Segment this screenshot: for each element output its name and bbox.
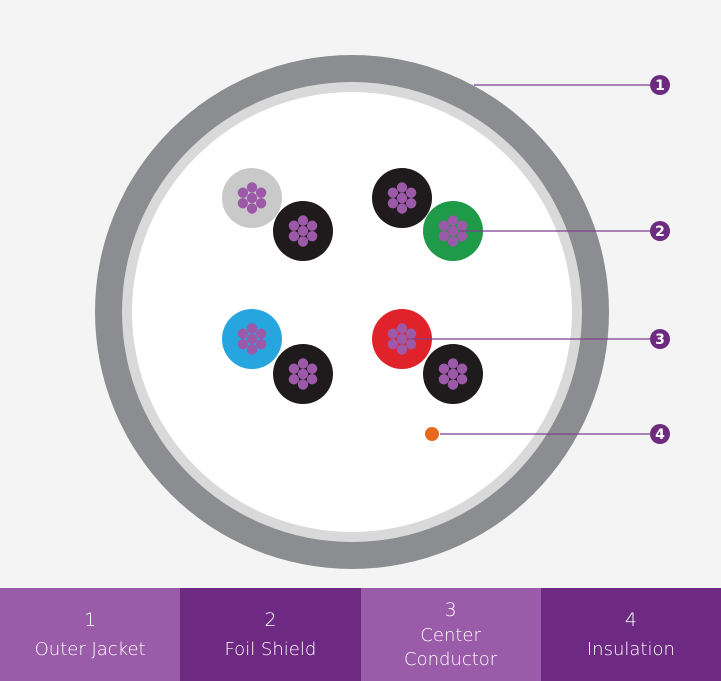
conductor-strand xyxy=(396,344,408,355)
conductor-strand xyxy=(447,215,459,226)
conductor-strand xyxy=(246,344,258,355)
insulated-wire xyxy=(273,201,333,261)
legend-label: Foil Shield xyxy=(224,638,317,660)
callout-badge-2: 2 xyxy=(650,221,670,241)
insulated-wire xyxy=(222,168,282,228)
conductor-strand xyxy=(387,198,399,209)
conductor-strand xyxy=(396,182,408,193)
callout-number: 2 xyxy=(655,224,665,240)
legend-item-foil-shield: 2 Foil Shield xyxy=(180,588,361,681)
legend-label-line-2: Conductor xyxy=(404,648,498,670)
conductor-strand xyxy=(396,333,408,345)
conductor-strand xyxy=(387,339,399,350)
insulated-wire xyxy=(423,344,483,404)
conductor-strand xyxy=(306,363,318,374)
conductor-strand xyxy=(255,339,267,350)
conductor-strand xyxy=(456,363,468,374)
insulated-wire xyxy=(423,201,483,261)
callouts: 1 2 3 4 xyxy=(410,75,670,444)
legend-number: 1 xyxy=(84,608,97,631)
conductor-strand xyxy=(456,220,468,231)
legend-item-insulation: 4 Insulation xyxy=(540,588,721,681)
conductor-strand xyxy=(396,323,408,334)
insulated-wire xyxy=(273,344,333,404)
callout-number: 1 xyxy=(655,78,665,94)
conductor-strand xyxy=(288,231,300,242)
conductor-strand xyxy=(288,220,300,231)
pair-gray xyxy=(222,168,333,261)
insulated-wire xyxy=(372,168,432,228)
conductor-strand xyxy=(246,333,258,345)
conductor-strand xyxy=(447,368,459,380)
conductor-strand xyxy=(396,192,408,204)
conductor-strand xyxy=(246,203,258,214)
pair-green xyxy=(372,168,483,261)
conductor-strand xyxy=(255,187,267,198)
callout-badge-3: 3 xyxy=(650,329,670,349)
conductor-strand xyxy=(297,225,309,237)
conductor-strand xyxy=(396,203,408,214)
cable-cross-section-diagram: 1 2 3 4 xyxy=(95,55,670,569)
callout-number: 3 xyxy=(655,332,665,348)
pair-red xyxy=(372,309,483,404)
conductor-strand xyxy=(405,328,417,339)
conductor-strand xyxy=(237,187,249,198)
twisted-pairs xyxy=(222,168,483,404)
conductor-strand xyxy=(456,374,468,385)
conductor-strand xyxy=(456,231,468,242)
conductor-strand xyxy=(255,198,267,209)
conductor-strand xyxy=(297,358,309,369)
conductor-strand xyxy=(246,323,258,334)
legend-number: 2 xyxy=(264,608,277,631)
conductor-strand xyxy=(237,339,249,350)
conductor-strand xyxy=(405,187,417,198)
legend-item-center-conductor: 3 Center Conductor xyxy=(360,588,541,681)
callout-badge-4: 4 xyxy=(650,424,670,444)
drain-wire xyxy=(425,427,439,441)
conductor-strand xyxy=(246,182,258,193)
callout-number: 4 xyxy=(655,427,665,443)
conductor-strand xyxy=(447,358,459,369)
legend-label: Center Conductor xyxy=(404,624,497,672)
conductor-strand xyxy=(237,198,249,209)
conductor-strand xyxy=(306,374,318,385)
conductor-strand xyxy=(297,379,309,390)
conductor-strand xyxy=(255,328,267,339)
insulated-wire xyxy=(372,309,432,369)
legend-number: 4 xyxy=(624,608,637,631)
conductor-strand xyxy=(438,220,450,231)
conductor-strand xyxy=(297,215,309,226)
conductor-strand xyxy=(438,231,450,242)
conductor-strand xyxy=(297,236,309,247)
insulated-wire xyxy=(222,309,282,369)
conductor-strand xyxy=(447,236,459,247)
legend-label-line-1: Center xyxy=(420,624,481,646)
legend-label: Insulation xyxy=(586,638,675,660)
conductor-strand xyxy=(405,339,417,350)
legend-item-outer-jacket: 1 Outer Jacket xyxy=(0,588,181,681)
conductor-strand xyxy=(387,187,399,198)
legend-label: Outer Jacket xyxy=(34,638,146,660)
conductor-strand xyxy=(306,220,318,231)
pair-blue xyxy=(222,309,333,404)
legend-number: 3 xyxy=(444,598,457,621)
conductor-strand xyxy=(387,328,399,339)
conductor-strand xyxy=(237,328,249,339)
conductor-strand xyxy=(297,368,309,380)
callout-badge-1: 1 xyxy=(650,75,670,95)
conductor-strand xyxy=(447,225,459,237)
conductor-strand xyxy=(438,374,450,385)
conductor-strand xyxy=(438,363,450,374)
conductor-strand xyxy=(405,198,417,209)
legend-bar: 1 Outer Jacket 2 Foil Shield 3 Center Co… xyxy=(0,588,721,681)
conductor-strand xyxy=(447,379,459,390)
conductor-strand xyxy=(246,192,258,204)
conductor-strand xyxy=(306,231,318,242)
cable-interior xyxy=(132,92,572,532)
conductor-strand xyxy=(288,363,300,374)
conductor-strand xyxy=(288,374,300,385)
